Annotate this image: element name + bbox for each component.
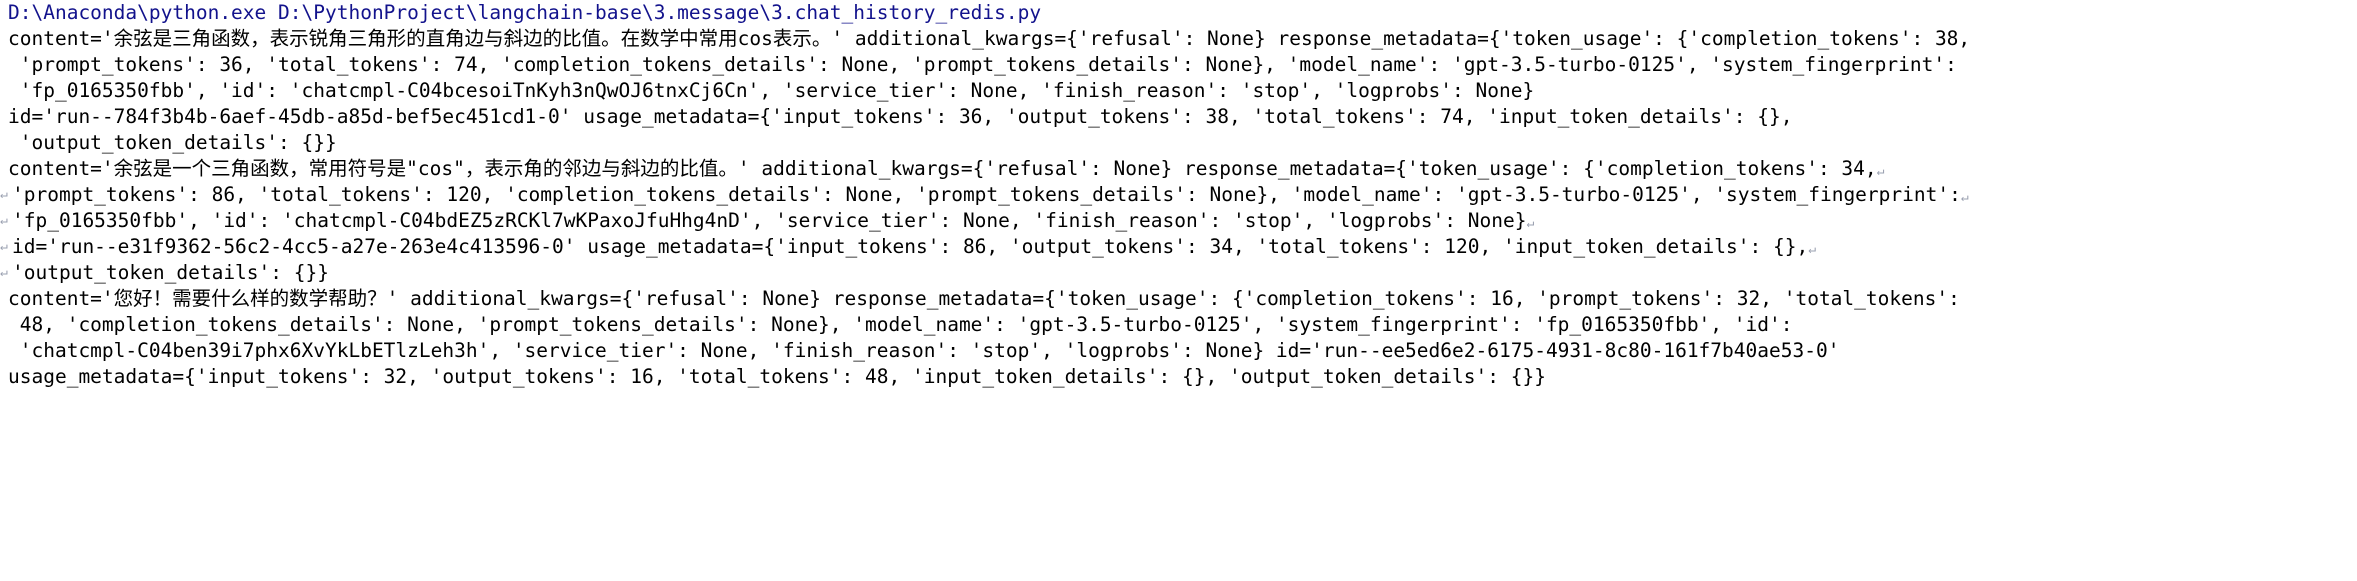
- soft-wrap-continuation-icon: ↵: [0, 187, 8, 202]
- console-output-line: usage_metadata={'input_tokens': 32, 'out…: [0, 364, 2357, 390]
- console-line-text: 'output_token_details': {}}: [12, 261, 329, 284]
- soft-wrap-continuation-icon: ↵: [0, 213, 8, 228]
- console-line-text: content='余弦是一个三角函数，常用符号是"cos"，表示角的邻边与斜边的…: [8, 157, 1877, 180]
- console-output-line: content='您好！需要什么样的数学帮助？' additional_kwar…: [0, 286, 2357, 312]
- console-line-text: 'prompt_tokens': 36, 'total_tokens': 74,…: [8, 53, 1957, 76]
- console-output-line: ↵'prompt_tokens': 86, 'total_tokens': 12…: [0, 182, 2357, 208]
- console-line-text: 'output_token_details': {}}: [8, 131, 337, 154]
- console-command-line: D:\Anaconda\python.exe D:\PythonProject\…: [0, 0, 2357, 26]
- console-line-text: content='余弦是三角函数，表示锐角三角形的直角边与斜边的比值。在数学中常…: [8, 27, 1971, 50]
- console-output-line: 48, 'completion_tokens_details': None, '…: [0, 312, 2357, 338]
- console-line-text: 48, 'completion_tokens_details': None, '…: [8, 313, 1793, 336]
- console-output-line: id='run--784f3b4b-6aef-45db-a85d-bef5ec4…: [0, 104, 2357, 130]
- console-output-line: 'fp_0165350fbb', 'id': 'chatcmpl-C04bces…: [0, 78, 2357, 104]
- soft-wrap-break-icon: ↵: [1876, 164, 1885, 179]
- console-line-text: D:\Anaconda\python.exe D:\PythonProject\…: [8, 1, 1042, 24]
- console-line-text: 'prompt_tokens': 86, 'total_tokens': 120…: [12, 183, 1961, 206]
- console-line-text: 'fp_0165350fbb', 'id': 'chatcmpl-C04bdEZ…: [12, 209, 1527, 232]
- console-line-text: id='run--e31f9362-56c2-4cc5-a27e-263e4c4…: [12, 235, 1809, 258]
- console-line-text: usage_metadata={'input_tokens': 32, 'out…: [8, 365, 1546, 388]
- soft-wrap-break-icon: ↵: [1526, 216, 1535, 231]
- soft-wrap-break-icon: ↵: [1808, 242, 1817, 257]
- console-output-line: 'prompt_tokens': 36, 'total_tokens': 74,…: [0, 52, 2357, 78]
- console-line-text: content='您好！需要什么样的数学帮助？' additional_kwar…: [8, 287, 1960, 310]
- console-output-line: ↵ 'output_token_details': {}}: [0, 260, 2357, 286]
- soft-wrap-continuation-icon: ↵: [0, 265, 8, 280]
- console-line-text: 'fp_0165350fbb', 'id': 'chatcmpl-C04bces…: [8, 79, 1535, 102]
- console-output-line: content='余弦是一个三角函数，常用符号是"cos"，表示角的邻边与斜边的…: [0, 156, 2357, 182]
- console-line-text: 'chatcmpl-C04ben39i7phx6XvYkLbETlzLeh3h'…: [8, 339, 1840, 362]
- console-output-line: ↵'fp_0165350fbb', 'id': 'chatcmpl-C04bdE…: [0, 208, 2357, 234]
- console-output-line: 'chatcmpl-C04ben39i7phx6XvYkLbETlzLeh3h'…: [0, 338, 2357, 364]
- console-line-text: id='run--784f3b4b-6aef-45db-a85d-bef5ec4…: [8, 105, 1793, 128]
- soft-wrap-break-icon: ↵: [1960, 190, 1969, 205]
- console-output-line: ↵id='run--e31f9362-56c2-4cc5-a27e-263e4c…: [0, 234, 2357, 260]
- console-output-line: content='余弦是三角函数，表示锐角三角形的直角边与斜边的比值。在数学中常…: [0, 26, 2357, 52]
- soft-wrap-continuation-icon: ↵: [0, 239, 8, 254]
- console-output-line: 'output_token_details': {}}: [0, 130, 2357, 156]
